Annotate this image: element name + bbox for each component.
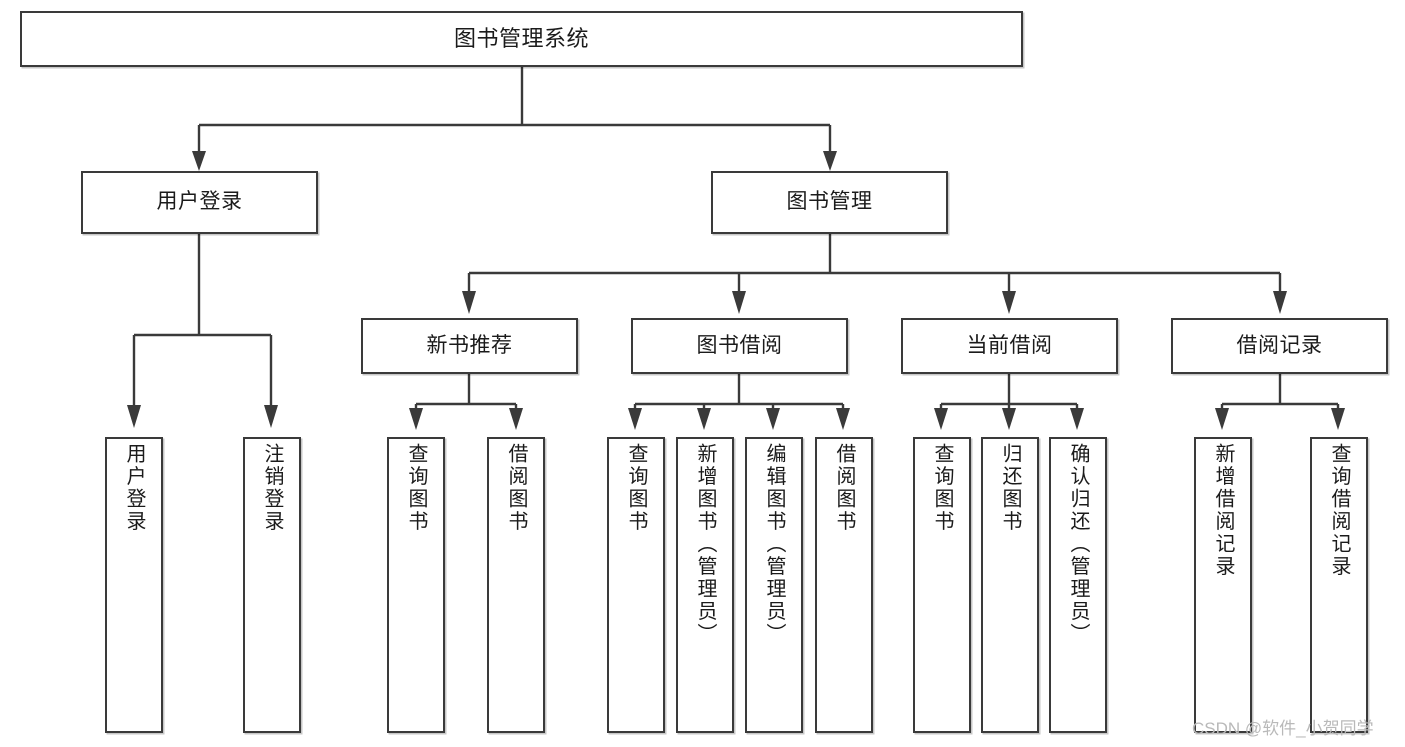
leaf-query-book-3[interactable]: 查询图书 [913, 437, 971, 733]
node-book-manage[interactable]: 图书管理 [711, 171, 948, 234]
leaf-borrow-book-2[interactable]: 借阅图书 [815, 437, 873, 733]
leaf-query-book-3-label: 查询图书 [931, 443, 953, 533]
leaf-edit-book[interactable]: 编辑图书（管理员） [745, 437, 803, 733]
leaf-query-record-label: 查询借阅记录 [1328, 443, 1350, 578]
node-new-book-recommend-label: 新书推荐 [426, 333, 513, 357]
node-current-borrow[interactable]: 当前借阅 [901, 318, 1118, 374]
leaf-query-book-2[interactable]: 查询图书 [607, 437, 665, 733]
leaf-return-book[interactable]: 归还图书 [981, 437, 1039, 733]
leaf-user-logout-label: 注销登录 [261, 443, 283, 533]
leaf-query-book-1[interactable]: 查询图书 [387, 437, 445, 733]
node-borrow-record-label: 借阅记录 [1236, 333, 1323, 357]
leaf-query-book-2-label: 查询图书 [625, 443, 647, 533]
leaf-add-record-label: 新增借阅记录 [1212, 443, 1234, 578]
leaf-return-book-label: 归还图书 [999, 443, 1021, 533]
node-new-book-recommend[interactable]: 新书推荐 [361, 318, 578, 374]
node-root-label: 图书管理系统 [453, 26, 589, 52]
leaf-borrow-book-1[interactable]: 借阅图书 [487, 437, 545, 733]
leaf-add-record[interactable]: 新增借阅记录 [1194, 437, 1252, 733]
leaf-borrow-book-2-label: 借阅图书 [833, 443, 855, 533]
leaf-confirm-return-label: 确认归还（管理员） [1067, 443, 1089, 646]
node-user-login[interactable]: 用户登录 [81, 171, 318, 234]
node-book-borrow[interactable]: 图书借阅 [631, 318, 848, 374]
leaf-edit-book-label: 编辑图书（管理员） [763, 443, 785, 646]
node-user-login-label: 用户登录 [156, 190, 243, 214]
node-root[interactable]: 图书管理系统 [20, 11, 1023, 67]
node-book-manage-label: 图书管理 [786, 190, 873, 214]
node-book-borrow-label: 图书借阅 [696, 333, 783, 357]
csdn-watermark: CSDN @软件_小贺同学 [1192, 719, 1374, 738]
leaf-confirm-return[interactable]: 确认归还（管理员） [1049, 437, 1107, 733]
leaf-add-book[interactable]: 新增图书（管理员） [676, 437, 734, 733]
leaf-query-book-1-label: 查询图书 [405, 443, 427, 533]
leaf-borrow-book-1-label: 借阅图书 [505, 443, 527, 533]
leaf-add-book-label: 新增图书（管理员） [694, 443, 716, 646]
leaf-query-record[interactable]: 查询借阅记录 [1310, 437, 1368, 733]
leaf-user-login-label: 用户登录 [123, 443, 145, 533]
leaf-user-logout[interactable]: 注销登录 [243, 437, 301, 733]
node-current-borrow-label: 当前借阅 [966, 333, 1053, 357]
leaf-user-login[interactable]: 用户登录 [105, 437, 163, 733]
node-borrow-record[interactable]: 借阅记录 [1171, 318, 1388, 374]
